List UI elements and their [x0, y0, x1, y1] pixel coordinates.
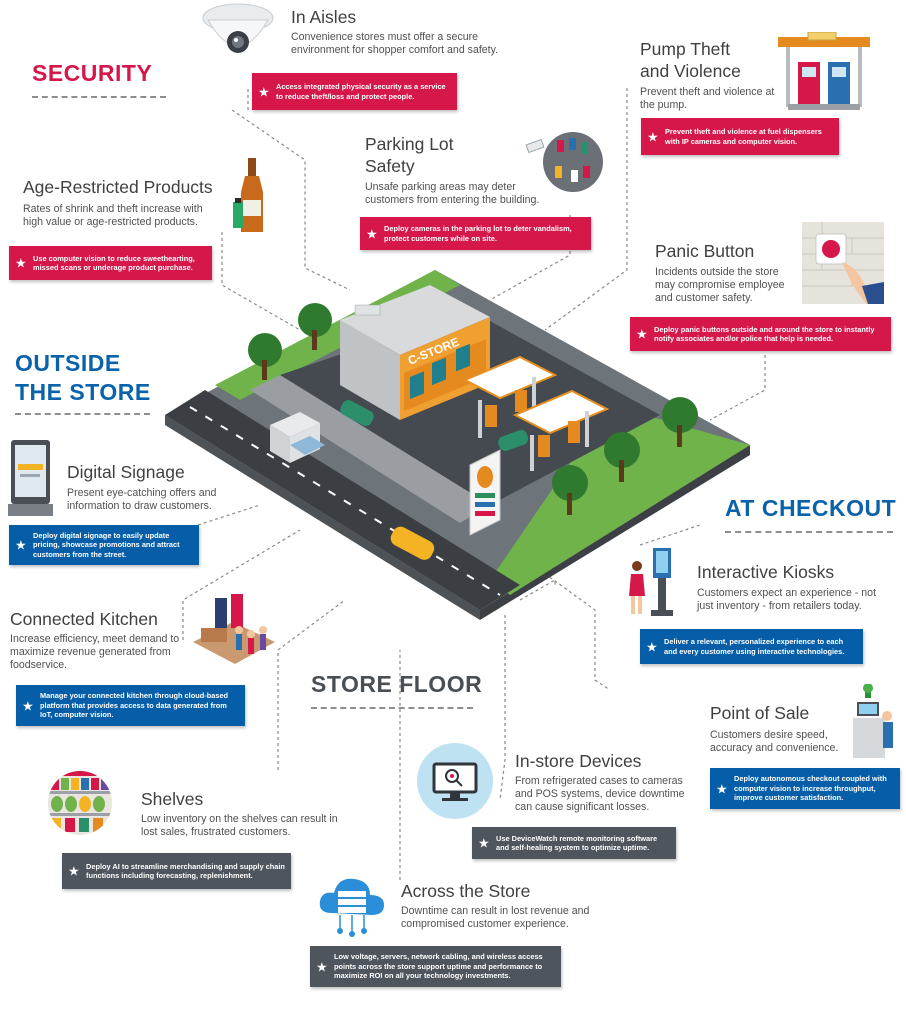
car-green-2 — [498, 429, 529, 451]
customer-kiosk-icon — [629, 548, 673, 616]
trees — [248, 303, 698, 515]
star-icon: ★ — [15, 537, 27, 553]
kitchen-title: Connected Kitchen — [10, 609, 158, 629]
devices-desc: From refrigerated cases to cameras and P… — [515, 775, 685, 813]
across-action: ★ Low voltage, servers, network cabling,… — [310, 946, 561, 987]
panic-action: ★ Deploy panic buttons outside and aroun… — [630, 317, 891, 351]
star-icon: ★ — [15, 255, 27, 271]
signage-desc: Present eye-catching offers and informat… — [67, 487, 217, 512]
parking-lot-icon — [525, 132, 603, 192]
monitor-icon — [417, 743, 493, 819]
checkout-underline — [725, 531, 893, 533]
in-aisles-title: In Aisles — [291, 7, 357, 27]
star-icon: ★ — [478, 835, 490, 851]
price-sign — [469, 449, 501, 536]
pump-theft-title-line2: and Violence — [640, 61, 741, 81]
gas-station-icon — [778, 32, 870, 110]
parking-title-line1: Parking Lot — [365, 134, 454, 154]
floor-underline — [311, 707, 473, 709]
cloud-server-icon — [319, 878, 384, 937]
section-title-checkout: AT CHECKOUT — [725, 495, 897, 521]
parking-title-line2: Safety — [365, 156, 415, 176]
pump-theft-action: ★ Prevent theft and violence at fuel dis… — [641, 118, 839, 155]
shelves-title: Shelves — [141, 789, 204, 809]
age-desc: Rates of shrink and theft increase with … — [23, 203, 203, 228]
kiosk-display-icon — [8, 440, 53, 516]
store-scene: C-STORE — [165, 270, 750, 620]
section-title-outside-line2: THE STORE — [15, 379, 151, 405]
kiosks-action: ★ Deliver a relevant, personalized exper… — [640, 629, 863, 664]
parking-desc: Unsafe parking areas may deter customers… — [365, 181, 540, 206]
kiosks-title: Interactive Kiosks — [697, 562, 835, 582]
in-aisles-action: ★ Access integrated physical security as… — [252, 73, 457, 110]
star-icon: ★ — [636, 326, 648, 342]
signage-title: Digital Signage — [67, 462, 185, 482]
section-title-security: SECURITY — [32, 60, 153, 86]
truck — [270, 412, 325, 463]
panic-title: Panic Button — [655, 241, 755, 261]
signage-action: ★ Deploy digital signage to easily updat… — [9, 525, 199, 565]
pump-theft-desc: Prevent theft and violence at the pump. — [640, 86, 775, 111]
kitchen-desc: Increase efficiency, meet demand to maxi… — [10, 633, 180, 671]
shelves-action: ★ Deploy AI to streamline merchandising … — [62, 853, 291, 889]
bottle-icon — [233, 158, 263, 232]
pos-title: Point of Sale — [710, 703, 810, 723]
across-desc: Downtime can result in lost revenue and … — [401, 905, 590, 930]
grass-right — [490, 405, 750, 595]
kitchen-icon — [193, 594, 275, 664]
outside-underline — [15, 413, 150, 415]
devices-action: ★ Use DeviceWatch remote monitoring soft… — [472, 827, 676, 859]
taxi — [390, 526, 435, 560]
star-icon: ★ — [258, 84, 270, 99]
section-title-outside-line1: OUTSIDE — [15, 350, 121, 376]
star-icon: ★ — [647, 129, 659, 144]
age-title: Age-Restricted Products — [23, 177, 213, 197]
shelves-icon — [48, 771, 112, 835]
star-icon: ★ — [22, 698, 34, 713]
pos-terminal-icon — [853, 684, 893, 758]
shelves-desc: Low inventory on the shelves can result … — [141, 813, 338, 838]
star-icon: ★ — [316, 959, 328, 974]
across-title: Across the Store — [401, 881, 531, 901]
devices-title: In-store Devices — [515, 751, 642, 771]
car-green — [340, 400, 374, 426]
panic-desc: Incidents outside the store may compromi… — [655, 266, 785, 304]
star-icon: ★ — [716, 781, 728, 796]
kiosks-desc: Customers expect an experience - not jus… — [697, 587, 877, 612]
section-title-store-floor: STORE FLOOR — [311, 671, 483, 697]
pos-desc: Customers desire speed, accuracy and con… — [710, 729, 839, 754]
star-icon: ★ — [646, 639, 658, 654]
panic-button-icon — [802, 222, 884, 304]
age-action: ★ Use computer vision to reduce sweethea… — [9, 246, 212, 280]
fuel-canopies — [462, 355, 610, 471]
pos-action: ★ Deploy autonomous checkout coupled wit… — [710, 768, 900, 809]
camera-dome-icon — [202, 3, 274, 53]
store-building: C-STORE — [340, 285, 490, 420]
security-underline — [32, 96, 166, 98]
star-icon: ★ — [68, 863, 80, 879]
in-aisles-desc: Convenience stores must offer a secure e… — [291, 31, 499, 56]
kitchen-action: ★ Manage your connected kitchen through … — [16, 685, 245, 726]
star-icon: ★ — [366, 226, 378, 241]
pump-theft-title-line1: Pump Theft — [640, 39, 731, 59]
parking-action: ★ Deploy cameras in the parking lot to d… — [360, 217, 591, 250]
